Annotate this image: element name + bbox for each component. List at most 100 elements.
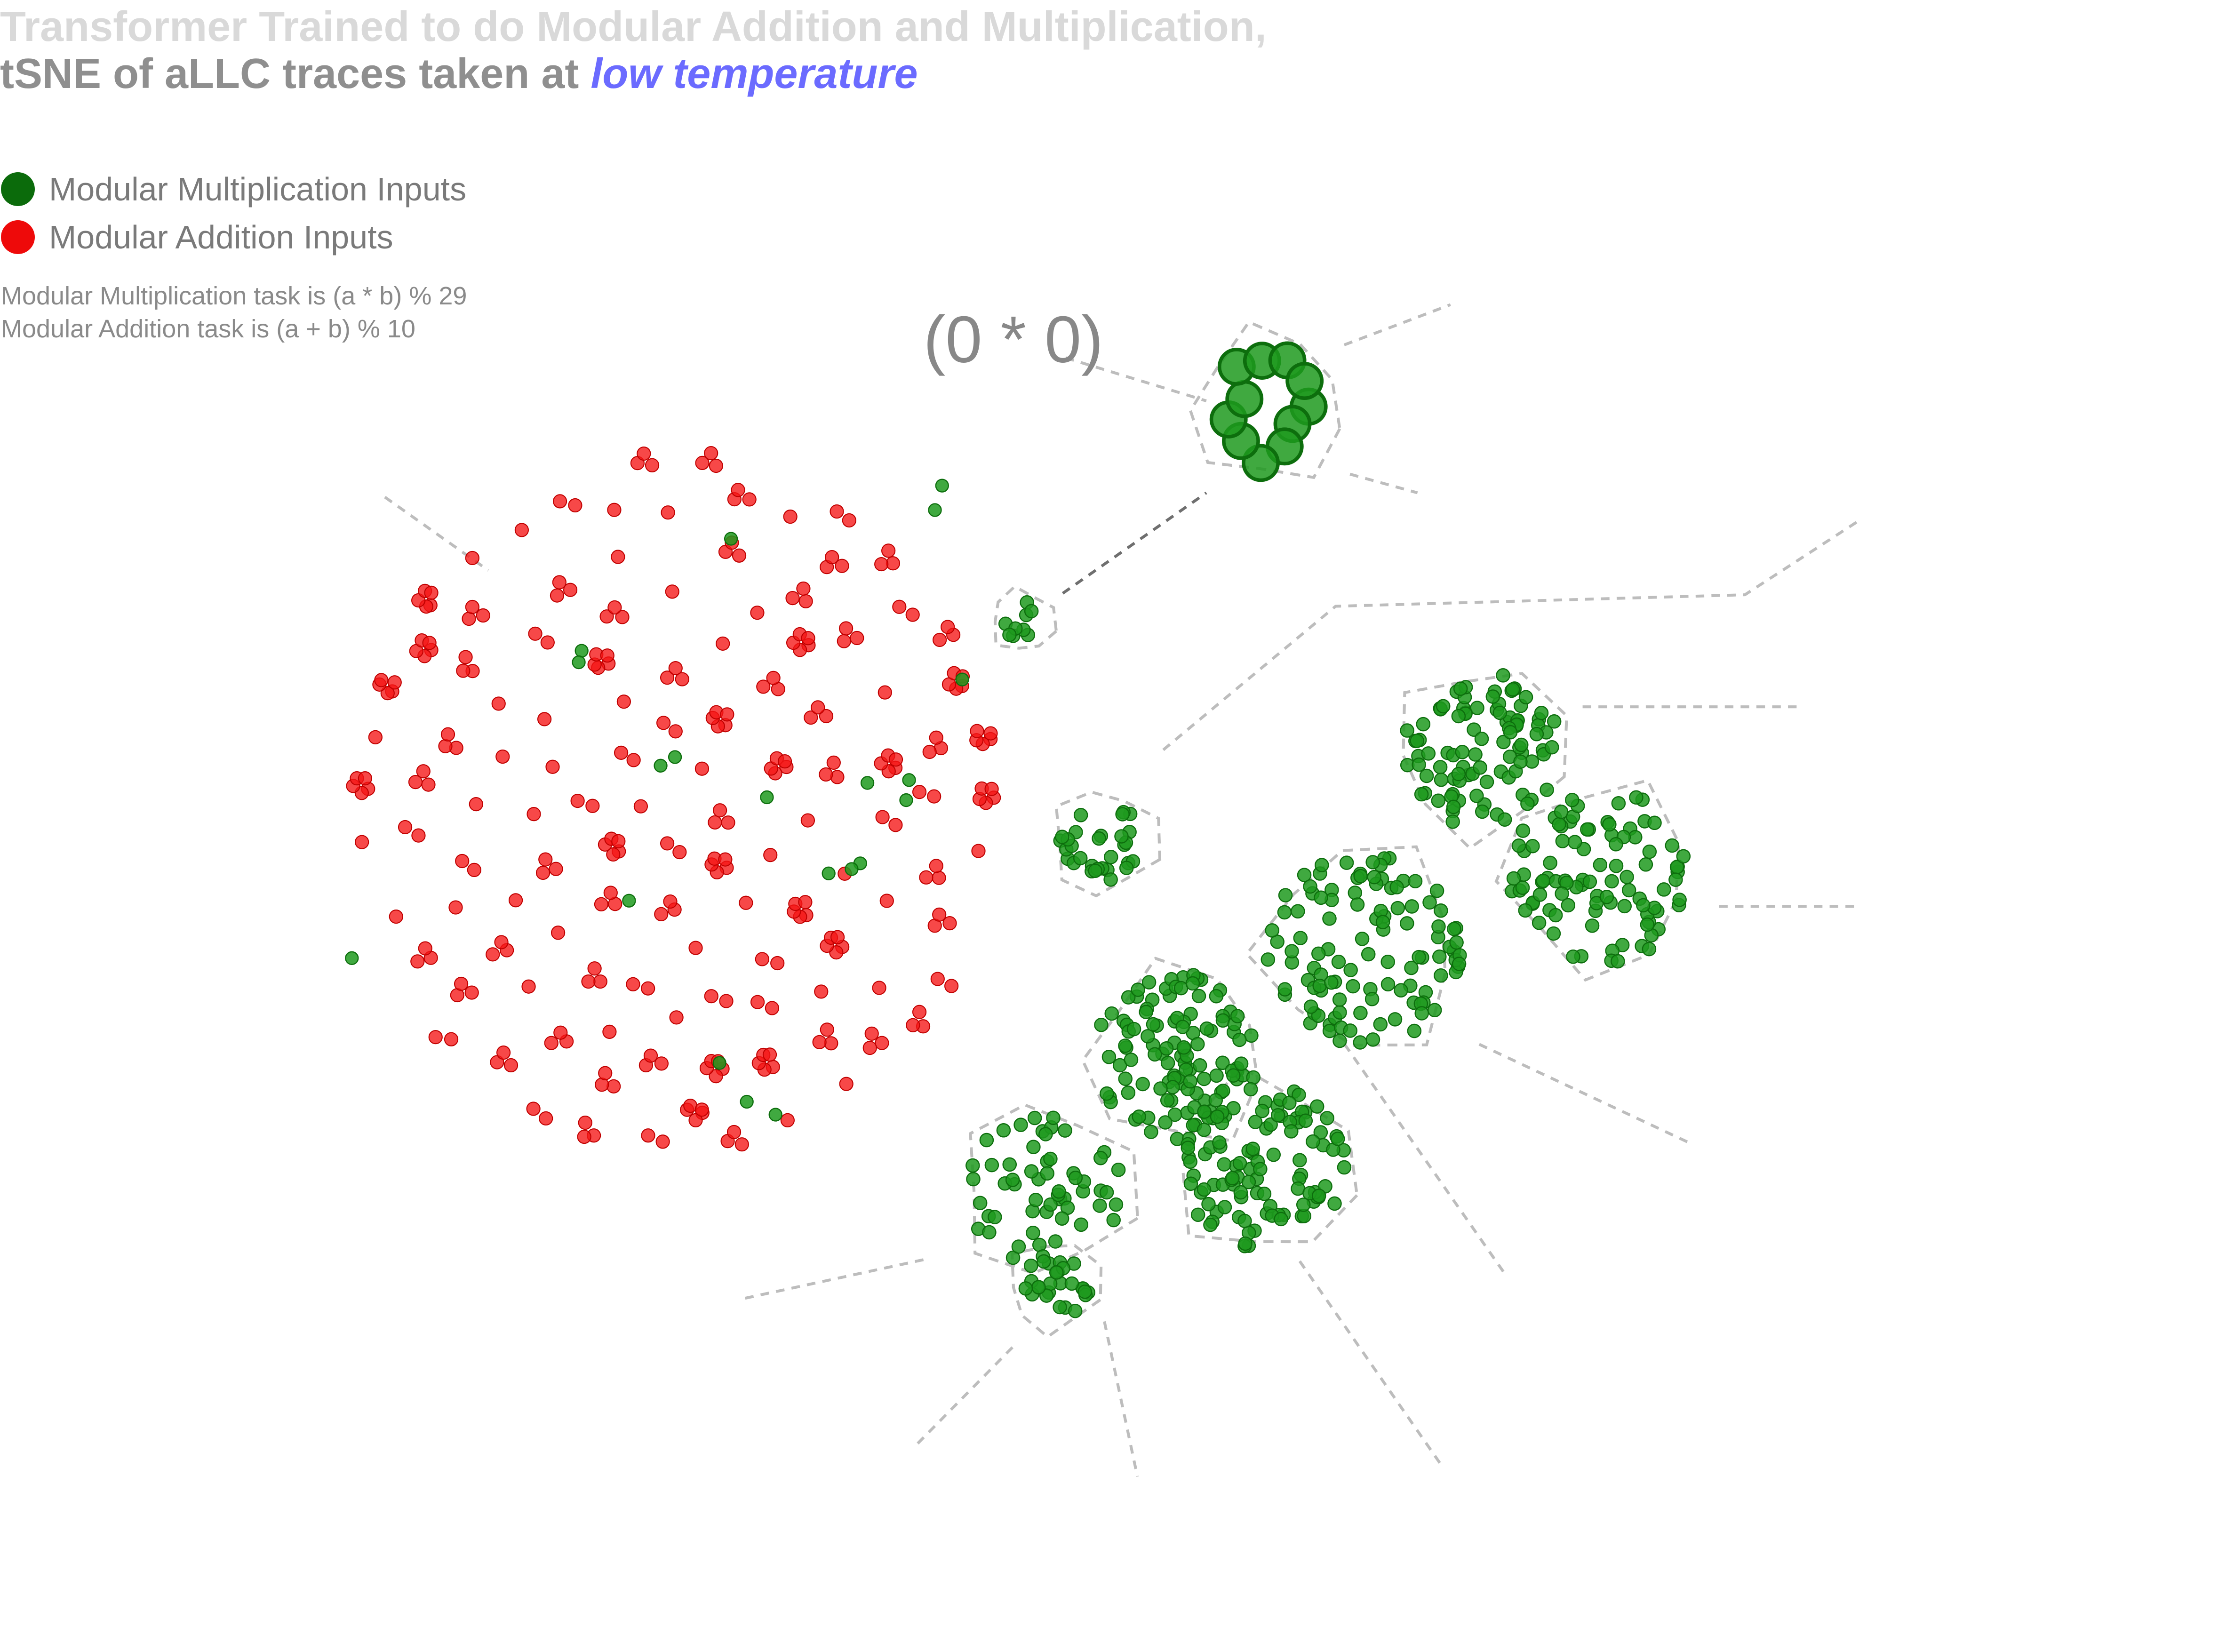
multiplication-point: [1306, 1134, 1320, 1149]
multiplication-point: [1554, 805, 1569, 819]
multiplication-point: [1118, 1071, 1133, 1086]
multiplication-point: [1190, 1207, 1205, 1222]
addition-point: [552, 494, 567, 509]
guide-line: [1162, 519, 1861, 751]
multiplication-point: [1565, 792, 1580, 807]
addition-point: [661, 505, 675, 520]
multiplication-point: [1536, 873, 1550, 888]
addition-point: [712, 803, 727, 818]
multiplication-point: [1073, 851, 1088, 866]
multiplication-point: [1048, 1234, 1063, 1249]
multiplication-point: [1024, 604, 1039, 619]
chart-title-line-1: Transformer Trained to do Modular Additi…: [0, 3, 1267, 50]
multiplication-point: [1201, 1197, 1216, 1212]
multiplication-point: [1431, 793, 1446, 808]
multiplication-point: [1270, 1108, 1285, 1123]
addition-point: [535, 865, 551, 880]
addition-point: [798, 895, 813, 910]
callout-zero-times-zero: (0 * 0): [924, 303, 1103, 376]
multiplication-point: [1638, 857, 1653, 872]
multiplication-point: [1026, 1225, 1040, 1240]
addition-point: [456, 663, 471, 678]
multiplication-point: [622, 894, 636, 908]
multiplication-point: [1255, 1103, 1269, 1118]
multiplication-point: [1640, 917, 1655, 932]
multiplication-point: [1027, 1110, 1042, 1125]
multiplication-point: [1043, 1197, 1058, 1212]
addition-point: [731, 483, 745, 497]
multiplication-point: [1296, 1197, 1311, 1212]
multiplication-point: [1208, 1093, 1223, 1108]
multiplication-point: [1492, 705, 1508, 720]
multiplication-point: [1183, 1074, 1197, 1089]
addition-point: [927, 789, 941, 804]
multiplication-point: [1390, 901, 1405, 916]
multiplication-point: [1212, 1135, 1227, 1150]
addition-point: [615, 610, 630, 624]
guide-line: [1298, 1260, 1445, 1469]
multiplication-point: [1232, 1032, 1247, 1047]
multiplication-point: [1298, 1113, 1313, 1128]
addition-point: [602, 1024, 617, 1039]
multiplication-point: [1611, 954, 1625, 969]
multiplication-point: [1263, 1117, 1278, 1132]
multiplication-point: [1604, 874, 1619, 889]
addition-point: [577, 1129, 591, 1144]
multiplication-point: [1192, 1058, 1207, 1073]
addition-point: [709, 458, 723, 473]
addition-point: [912, 785, 927, 799]
multiplication-point: [1266, 1147, 1281, 1162]
addition-point: [568, 498, 582, 513]
addition-point: [467, 862, 481, 878]
multiplication-point: [1373, 1017, 1388, 1032]
multiplication-point: [1617, 899, 1632, 914]
multiplication-point: [1348, 886, 1363, 900]
addition-point: [611, 550, 625, 564]
multiplication-point: [1529, 726, 1544, 742]
multiplication-point: [1497, 812, 1512, 827]
addition-point: [811, 700, 825, 715]
addition-point: [762, 1047, 777, 1062]
multiplication-point: [1665, 838, 1680, 853]
multiplication-point: [1024, 1164, 1039, 1179]
addition-point: [688, 941, 703, 955]
multiplication-point: [1620, 870, 1634, 885]
multiplication-point: [1421, 746, 1436, 761]
addition-point: [777, 754, 792, 769]
multiplication-point: [1525, 838, 1540, 854]
addition-point: [878, 685, 892, 700]
addition-point: [826, 755, 841, 770]
addition-point: [819, 709, 834, 724]
addition-point: [526, 1101, 541, 1116]
multiplication-point: [1092, 831, 1106, 846]
multiplication-point: [1427, 1003, 1442, 1018]
multiplication-point: [1400, 723, 1414, 738]
addition-point: [719, 994, 734, 1008]
addition-point: [408, 774, 423, 790]
multiplication-point: [1068, 1171, 1083, 1185]
multiplication-point: [1246, 1070, 1261, 1085]
multiplication-point: [1514, 737, 1529, 752]
multiplication-point: [1320, 1111, 1334, 1125]
multiplication-point: [1277, 982, 1293, 997]
addition-point: [424, 585, 439, 600]
multiplication-point: [1285, 362, 1324, 400]
multiplication-point: [1518, 690, 1533, 704]
addition-point: [922, 744, 937, 759]
addition-point: [389, 909, 403, 924]
multiplication-point: [1339, 855, 1354, 870]
multiplication-point: [1265, 923, 1279, 938]
multiplication-point: [1593, 857, 1608, 872]
multiplication-point: [1118, 1038, 1133, 1053]
addition-point: [603, 886, 618, 900]
multiplication-point: [965, 1158, 980, 1173]
addition-point: [593, 974, 607, 989]
multiplication-point: [1388, 1012, 1403, 1027]
multiplication-point: [1389, 880, 1404, 894]
multiplication-point: [1404, 960, 1419, 975]
multiplication-point: [1241, 1174, 1256, 1189]
multiplication-point: [1124, 1053, 1139, 1067]
multiplication-point: [1225, 380, 1264, 418]
addition-point: [742, 492, 757, 507]
multiplication-point: [1315, 858, 1329, 872]
